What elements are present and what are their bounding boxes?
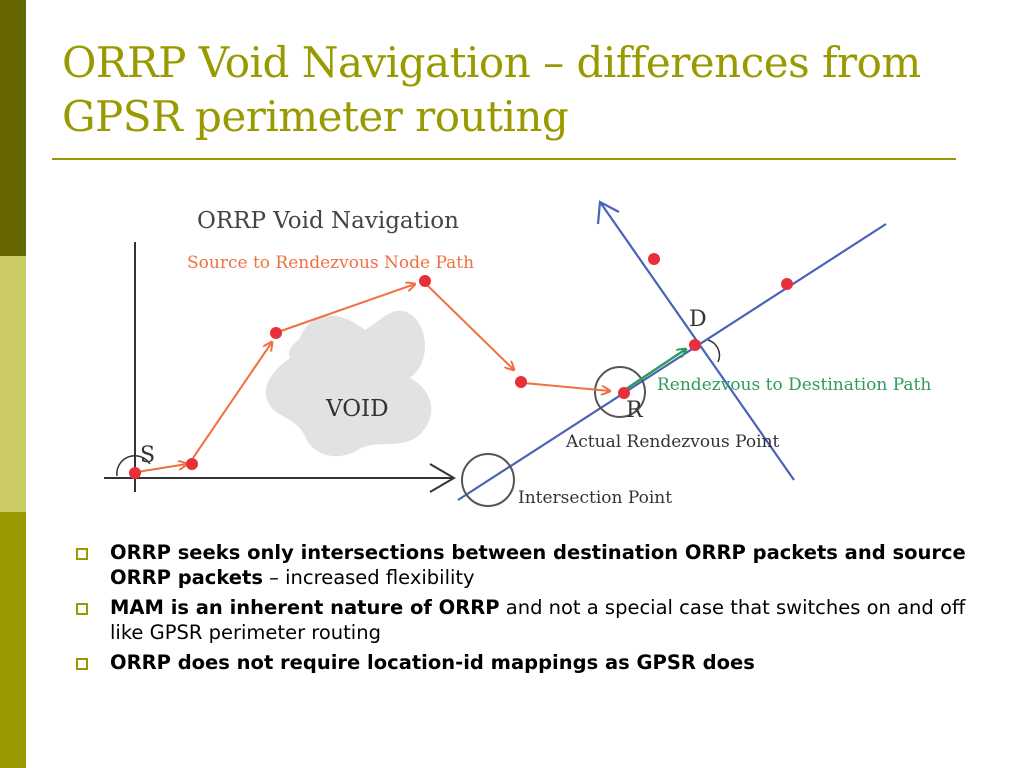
source-path-segment [427,285,514,370]
destination-path-segment [625,349,686,390]
node [270,327,282,339]
bullet-bold-text: MAM is an inherent nature of ORRP [110,596,500,619]
sidebar-band-bottom [0,512,26,768]
destination-angle-arc [707,339,721,363]
node [419,275,431,287]
void-region [265,310,432,457]
actual-rendezvous-circle [594,366,646,418]
destination-node [689,339,701,351]
destination-path-label: Rendezvous to Destination Path [657,375,931,395]
orrp-source-line-arrowhead [596,200,620,225]
node [186,458,198,470]
source-angle-arc [116,454,151,477]
source-path-segment [523,382,610,391]
x-axis-arrowhead [429,463,456,493]
source-node-label: S [140,443,155,468]
sidebar-band-top [0,0,26,256]
rendezvous-node-label: R [626,398,644,423]
square-bullet-icon [76,658,88,670]
bullet-item: MAM is an inherent nature of ORRP and no… [72,595,1002,645]
actual-rendezvous-label: Actual Rendezvous Point [565,432,780,452]
square-bullet-icon [76,603,88,615]
diagram-heading: ORRP Void Navigation [197,208,459,234]
node [648,253,660,265]
bullet-text: and not a special case that switches on … [110,596,966,644]
title-underline [52,158,956,160]
square-bullet-icon [76,548,88,560]
source-path-segment [136,464,187,473]
source-path-segment [192,342,272,459]
node [515,376,527,388]
destination-node-label: D [689,307,707,332]
bullet-list: ORRP seeks only intersections between de… [72,540,1002,680]
source-path-segment [277,284,415,333]
orrp-void-navigation-diagram: ORRP Void Navigation Source to Rendezvou… [104,200,931,508]
node [781,278,793,290]
bullet-item: ORRP does not require location-id mappin… [72,650,1002,675]
orrp-destination-line [457,223,887,501]
intersection-label: Intersection Point [518,488,672,508]
intersection-circle [461,453,515,507]
bullet-text: – increased flexibility [262,566,475,589]
rendezvous-node [618,387,630,399]
sidebar-band-middle [0,256,26,512]
source-node [129,467,141,479]
source-path-label: Source to Rendezvous Node Path [187,253,474,273]
bullet-bold-text: ORRP seeks only intersections between de… [110,541,966,589]
void-label: VOID [325,396,389,422]
slide-title: ORRP Void Navigation – differences from … [62,38,921,141]
bullet-item: ORRP seeks only intersections between de… [72,540,1002,590]
bullet-bold-text: ORRP does not require location-id mappin… [110,651,755,674]
